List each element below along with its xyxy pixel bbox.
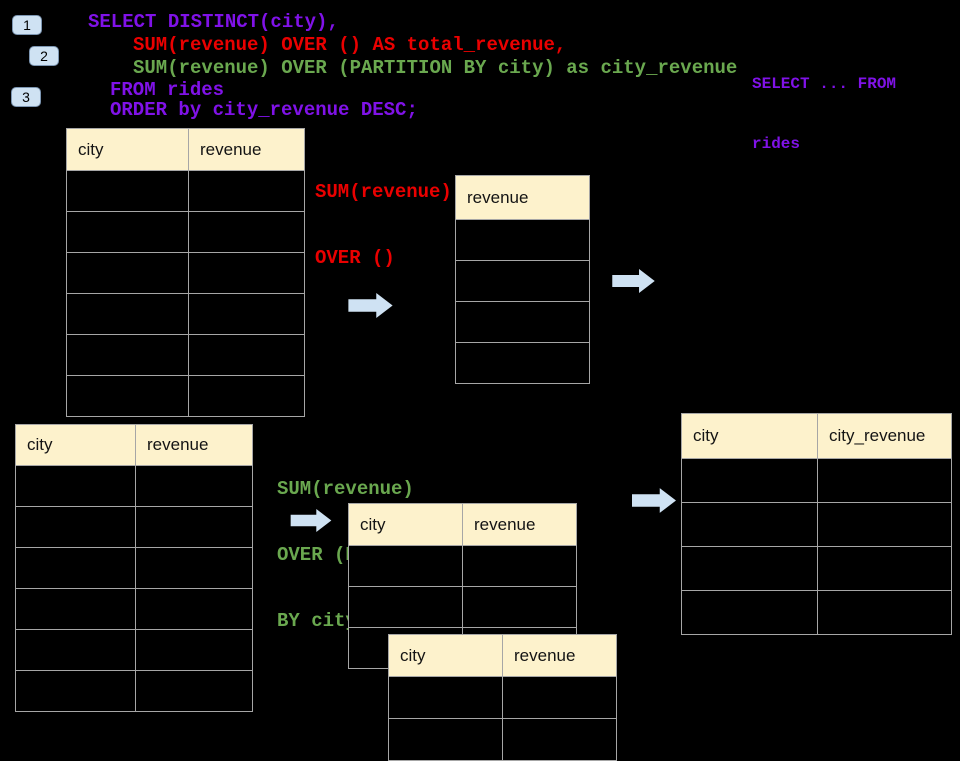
table-row [67, 211, 304, 252]
table-header-row: city revenue [349, 504, 576, 545]
annotation-line: OVER () [315, 247, 395, 269]
step-badge-2: 2 [29, 46, 59, 66]
annotation-line: SUM(revenue) [315, 181, 452, 203]
table-row [349, 545, 576, 586]
column-header-revenue: revenue [147, 435, 209, 454]
annotation-total-revenue: SUM(revenue) OVER () [315, 137, 452, 313]
table-header-row: city revenue [16, 425, 252, 465]
table-row [456, 260, 589, 301]
table-row [16, 506, 252, 547]
step-badge-label: 3 [22, 89, 30, 105]
sql-line-select: SELECT DISTINCT(city), [88, 11, 339, 33]
step-badge-1: 1 [12, 15, 42, 35]
slide-canvas: 1 2 3 SELECT DISTINCT(city), SUM(revenue… [11, 11, 952, 761]
table-row [456, 301, 589, 342]
table-row [456, 219, 589, 260]
table-row [682, 590, 951, 634]
column-header-city: city [389, 635, 503, 676]
table-row [67, 334, 304, 375]
table-row [67, 170, 304, 211]
arrow-right-icon [632, 488, 676, 513]
arrow-right-icon [288, 509, 334, 532]
table-row [682, 546, 951, 590]
column-header-revenue: revenue [200, 139, 262, 159]
table-row [67, 252, 304, 293]
sql-line-partition: SUM(revenue) OVER (PARTITION BY city) as… [133, 57, 738, 79]
table-row [16, 588, 252, 629]
column-header-city: city [67, 129, 189, 170]
sql-note: SELECT ... FROM rides [752, 34, 896, 194]
arrow-right-icon [348, 293, 393, 318]
step-badge-label: 2 [40, 48, 48, 64]
table-header-row: city city_revenue [682, 414, 951, 458]
table-header-row: revenue [456, 176, 589, 219]
table-partition-step-front: city revenue [388, 634, 617, 761]
column-header-revenue: revenue [474, 514, 536, 534]
table-city-revenue-result: city city_revenue [681, 413, 952, 635]
sql-note-line1: SELECT ... FROM [752, 75, 897, 93]
table-row [389, 676, 616, 718]
table-row [16, 629, 252, 670]
column-header-city-revenue: city_revenue [829, 426, 926, 445]
table-row [349, 586, 576, 627]
table-row [682, 458, 951, 502]
table-row [16, 547, 252, 588]
column-header-revenue: revenue [467, 187, 529, 207]
step-badge-label: 1 [23, 17, 31, 33]
table-row [389, 718, 616, 760]
column-header-city: city [16, 425, 136, 465]
table-row [456, 342, 589, 383]
annotation-line: SUM(revenue) [277, 478, 414, 500]
column-header-city: city [682, 414, 818, 458]
table-row [682, 502, 951, 546]
table-row [67, 375, 304, 416]
table-header-row: city revenue [389, 635, 616, 676]
column-header-city: city [349, 504, 463, 545]
sql-note-line2: rides [752, 135, 801, 153]
table-header-row: city revenue [67, 129, 304, 170]
table-row [16, 670, 252, 711]
sql-line-order: ORDER by city_revenue DESC; [110, 99, 418, 121]
table-row [67, 293, 304, 334]
column-header-revenue: revenue [514, 645, 576, 665]
sql-line-from: FROM rides [110, 79, 225, 101]
arrow-right-icon [611, 269, 656, 293]
table-rides-source-bottom: city revenue [15, 424, 253, 712]
table-total-revenue-result: revenue [455, 175, 590, 384]
table-rides-source-top: city revenue [66, 128, 305, 417]
step-badge-3: 3 [11, 87, 41, 107]
sql-line-total: SUM(revenue) OVER () AS total_revenue, [133, 34, 567, 56]
table-row [16, 465, 252, 506]
